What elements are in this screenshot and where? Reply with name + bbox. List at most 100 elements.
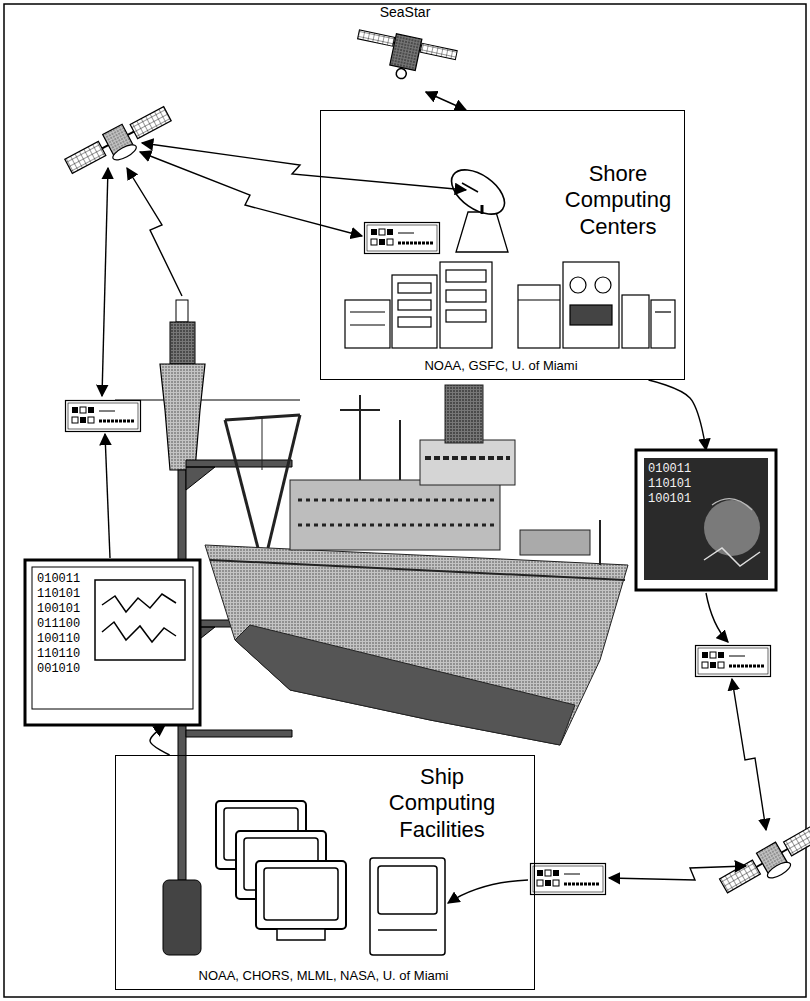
left-screen bbox=[32, 567, 193, 709]
shore-computers bbox=[518, 285, 560, 348]
left-screen bbox=[102, 622, 176, 642]
research-ship bbox=[290, 480, 500, 550]
shore-computers bbox=[345, 262, 675, 348]
screen-node: 010011 110101 100101 bbox=[636, 450, 776, 590]
shore-box: Shore Computing CentersNOAA, GSFC, U. of… bbox=[320, 110, 685, 380]
research-ship bbox=[445, 385, 483, 443]
research-ship bbox=[225, 420, 258, 548]
shore-computers bbox=[563, 262, 619, 348]
shore-computers bbox=[446, 270, 486, 282]
relay-satellite bbox=[63, 103, 176, 183]
relay-link bbox=[448, 880, 528, 903]
relay-link bbox=[732, 679, 766, 830]
shore-computers bbox=[655, 311, 671, 312]
shore-computers bbox=[595, 277, 611, 293]
research-ship bbox=[399, 420, 401, 480]
shore-computers bbox=[398, 300, 431, 310]
dish-antenna bbox=[462, 183, 478, 192]
ship-monitor bbox=[256, 861, 346, 940]
relay-satellite bbox=[63, 103, 176, 183]
box-title: Shore Computing Centers bbox=[559, 161, 677, 240]
modem bbox=[696, 646, 771, 677]
relay-link bbox=[105, 434, 110, 558]
shore-computers bbox=[345, 300, 390, 348]
relay-satellite bbox=[718, 820, 810, 903]
connector-arrow bbox=[426, 92, 466, 110]
shore-computers bbox=[570, 305, 612, 325]
research-ship bbox=[420, 440, 515, 485]
research-ship bbox=[425, 456, 510, 460]
ship-computer bbox=[378, 866, 437, 914]
buoy bbox=[115, 400, 300, 401]
seastar-satellite bbox=[395, 68, 407, 80]
dish-antenna bbox=[481, 205, 484, 214]
shore-computers bbox=[518, 299, 560, 300]
relay-satellite bbox=[718, 820, 810, 903]
relay-link bbox=[142, 143, 466, 190]
relay-link bbox=[706, 593, 728, 642]
dish-antenna bbox=[456, 212, 508, 252]
relay-link bbox=[102, 143, 766, 903]
research-ship bbox=[298, 524, 495, 527]
relay-link bbox=[140, 152, 362, 236]
buoy bbox=[170, 322, 195, 364]
shore-computers bbox=[350, 324, 385, 325]
relay-link bbox=[102, 168, 108, 396]
research-ship bbox=[268, 415, 300, 548]
shore-computers bbox=[570, 277, 586, 293]
modem bbox=[66, 401, 141, 432]
right-screen bbox=[712, 499, 752, 510]
shore-computers bbox=[651, 300, 675, 348]
shore-computers bbox=[622, 295, 649, 348]
connector-arrow bbox=[150, 725, 170, 755]
ship-computer bbox=[370, 858, 445, 955]
seastar-satellite bbox=[351, 26, 458, 89]
ship-computer bbox=[370, 858, 445, 955]
binary-text: 010011 110101 100101 011100 100110 11011… bbox=[37, 572, 83, 677]
connector-arrow bbox=[649, 380, 707, 450]
research-ship bbox=[262, 418, 263, 470]
box-title: Ship Computing Facilities bbox=[378, 764, 506, 843]
seastar-satellite bbox=[420, 43, 457, 59]
research-ship bbox=[235, 625, 575, 745]
research-ship bbox=[205, 545, 628, 745]
buoy bbox=[176, 300, 188, 322]
right-screen bbox=[704, 500, 760, 556]
research-ship bbox=[298, 499, 495, 502]
shore-computers bbox=[446, 290, 486, 302]
screen-node: 010011 110101 100101 011100 100110 11011… bbox=[25, 560, 200, 725]
research-ship bbox=[340, 409, 380, 411]
right-screen bbox=[636, 450, 776, 590]
buoy bbox=[163, 880, 201, 955]
right-screen bbox=[644, 458, 768, 580]
shore-computers bbox=[440, 262, 492, 348]
buoy bbox=[186, 730, 292, 737]
shore-computers bbox=[446, 310, 486, 322]
shore-computers bbox=[398, 283, 431, 293]
shore-computers bbox=[398, 317, 431, 327]
seastar-satellite bbox=[390, 34, 422, 71]
satellite-node: SeaStar bbox=[360, 4, 454, 92]
left-screen bbox=[102, 594, 176, 612]
relay-link bbox=[609, 866, 746, 880]
right-screen bbox=[636, 450, 776, 590]
binary-text: 010011 110101 100101 bbox=[648, 462, 694, 507]
dish-antenna bbox=[444, 161, 513, 223]
modem bbox=[365, 223, 440, 254]
research-ship bbox=[520, 530, 590, 555]
right-screen bbox=[704, 548, 760, 566]
left-screen bbox=[25, 560, 200, 725]
shore-computers bbox=[350, 311, 385, 312]
ship-computer bbox=[378, 929, 437, 931]
satellite-label: SeaStar bbox=[360, 4, 450, 21]
seastar-satellite bbox=[358, 30, 395, 46]
box-caption: NOAA, CHORS, MLML, NASA, U. of Miami bbox=[116, 968, 531, 984]
relay-link bbox=[127, 168, 182, 296]
dish-antenna bbox=[444, 161, 513, 252]
box-caption: NOAA, GSFC, U. of Miami bbox=[321, 358, 681, 374]
page-frame bbox=[4, 4, 806, 997]
ship-box: Ship Computing FacilitiesNOAA, CHORS, ML… bbox=[115, 755, 535, 990]
modem bbox=[531, 864, 606, 895]
